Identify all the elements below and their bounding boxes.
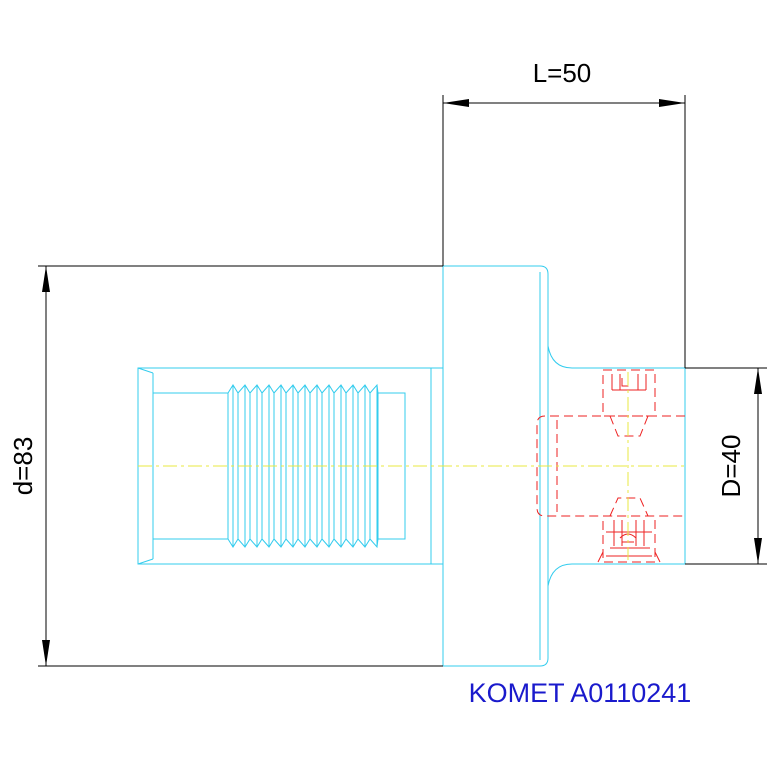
label-D: D=40: [716, 435, 746, 498]
arrow-top: [42, 266, 50, 292]
hidden-features: [536, 369, 685, 563]
arrow-D-top: [754, 368, 762, 394]
set-screw-bottom: [597, 497, 661, 563]
thread-profile: [227, 383, 379, 549]
bore-bottom-pocket: [377, 392, 406, 540]
part-outline: [137, 265, 686, 667]
hidden-bore: [536, 415, 685, 517]
arrow-right: [659, 99, 685, 107]
arrow-bottom: [42, 640, 50, 666]
set-screw-top: [602, 369, 656, 437]
dimension-D: D=40: [685, 367, 767, 565]
flange-outline: [442, 265, 549, 667]
arrow-left: [443, 99, 469, 107]
arrow-D-bottom: [754, 538, 762, 564]
bore-chamfer-bottom: [137, 558, 154, 565]
part-number-caption: KOMET A0110241: [469, 678, 692, 708]
dimension-d: d=83: [8, 265, 443, 667]
bore-chamfer-top: [137, 367, 154, 374]
dimension-L: L=50: [442, 58, 686, 368]
label-d: d=83: [8, 437, 38, 496]
shank-outline: [547, 345, 686, 587]
centerlines: [138, 372, 685, 560]
label-L: L=50: [533, 58, 592, 88]
thread-lines: [227, 385, 378, 547]
thread-top: [227, 383, 379, 394]
thread-bottom: [227, 538, 379, 549]
